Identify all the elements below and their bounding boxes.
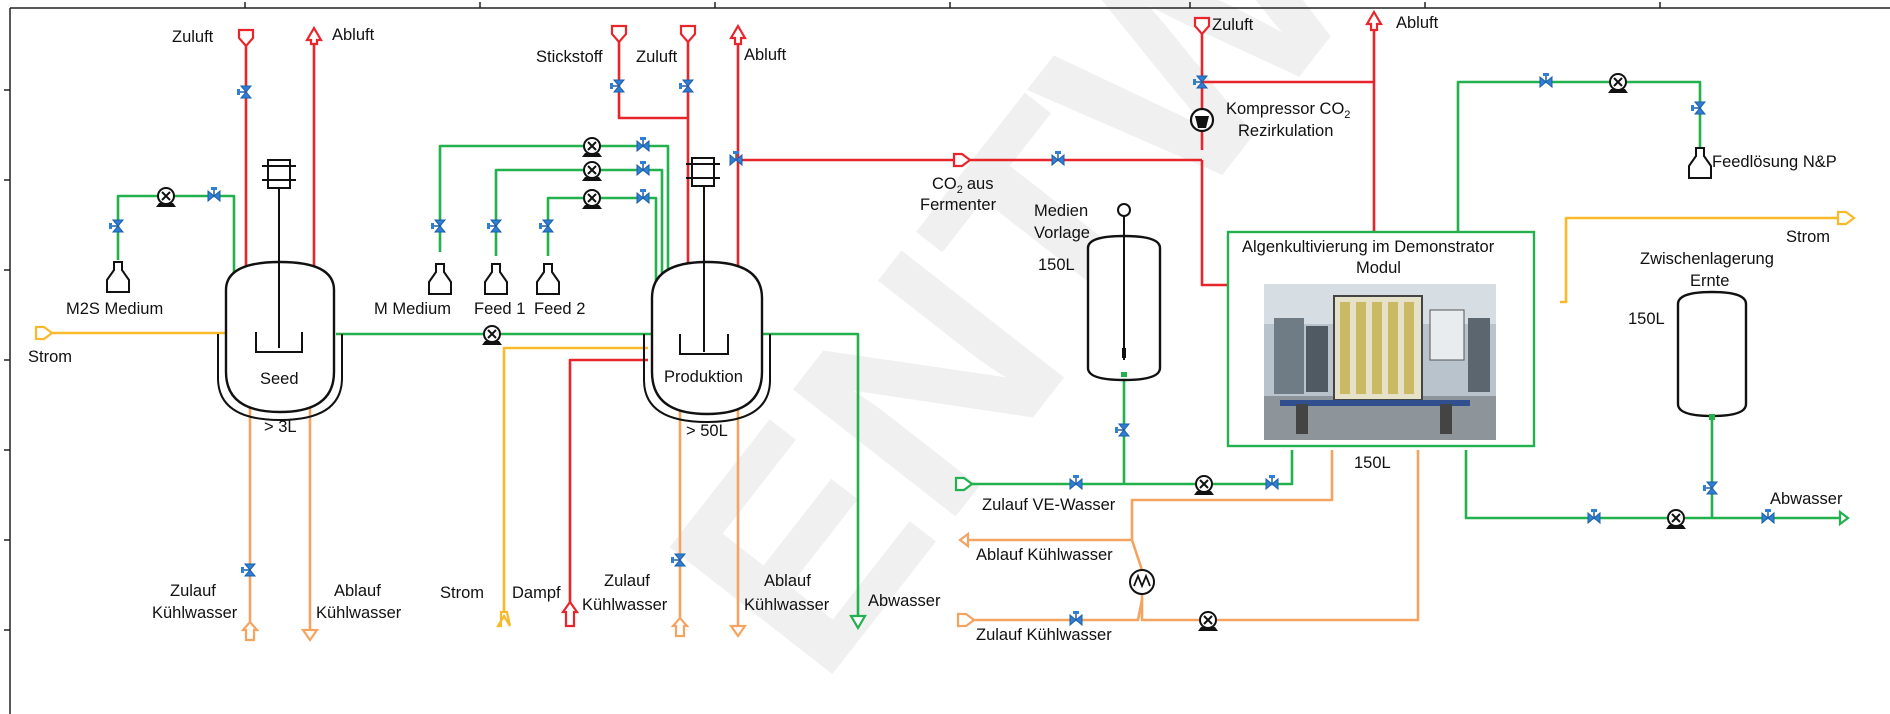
- label-ablauf-kw-2b: Kühlwasser: [744, 596, 830, 614]
- label-abwasser-right: Abwasser: [1770, 490, 1843, 508]
- label-algen-title-1: Algenkultivierung im Demonstrator: [1242, 238, 1495, 256]
- photo-demonstrator: [1264, 284, 1496, 440]
- label-feed1: Feed 1: [474, 300, 525, 318]
- stirrer-motor-icon: [262, 160, 296, 188]
- label-zulauf-kw-1a: Zulauf: [170, 582, 216, 600]
- label-zulauf-vewasser: Zulauf VE-Wasser: [982, 496, 1116, 514]
- label-produktion: Produktion: [664, 368, 743, 386]
- label-ablauf-kw-1b: Kühlwasser: [316, 604, 402, 622]
- label-medien: Medien: [1034, 202, 1088, 220]
- label-zulauf-kw-2b: Kühlwasser: [582, 596, 668, 614]
- label-zuluft-1: Zuluft: [172, 28, 214, 46]
- heat-exchanger-icon: [1130, 570, 1154, 594]
- label-feed2: Feed 2: [534, 300, 585, 318]
- label-strom-bottom: Strom: [440, 584, 484, 602]
- label-kompressor: Kompressor CO2: [1226, 100, 1350, 121]
- label-ablauf-kw-1a: Ablauf: [334, 582, 381, 600]
- label-algen-volume: 150L: [1354, 454, 1391, 472]
- label-ablauf-kw-2a: Ablauf: [764, 572, 811, 590]
- harvest-tank: [1678, 292, 1746, 420]
- label-strom-right: Strom: [1786, 228, 1830, 246]
- label-ernte: Ernte: [1690, 272, 1729, 290]
- label-ablauf-kuehlwasser-right: Ablauf Kühlwasser: [976, 546, 1113, 564]
- label-zwischenlagerung: Zwischenlagerung: [1640, 250, 1774, 268]
- label-vorlage: Vorlage: [1034, 224, 1090, 242]
- label-m-medium: M Medium: [374, 300, 451, 318]
- label-dampf: Dampf: [512, 584, 561, 602]
- stirrer-motor-icon: [686, 158, 720, 186]
- label-medien-volume: 150L: [1038, 256, 1075, 274]
- label-zulauf-kw-1b: Kühlwasser: [152, 604, 238, 622]
- label-zulauf-kuehlwasser-right: Zulauf Kühlwasser: [976, 626, 1112, 644]
- label-zuluft-2: Zuluft: [636, 48, 678, 66]
- compressor-icon: [1191, 109, 1213, 131]
- label-zuluft-3: Zuluft: [1212, 16, 1254, 34]
- label-feedloesung: Feedlösung N&P: [1712, 153, 1837, 171]
- label-fermenter: Fermenter: [920, 196, 997, 214]
- label-seed-volume: > 3L: [264, 418, 297, 436]
- label-algen-title-2: Modul: [1356, 259, 1401, 277]
- label-rezirkulation: Rezirkulation: [1238, 122, 1333, 140]
- label-abluft-3: Abluft: [1396, 14, 1439, 32]
- label-strom-left: Strom: [28, 348, 72, 366]
- label-produktion-volume: > 50L: [686, 422, 728, 440]
- label-abluft-2: Abluft: [744, 46, 787, 64]
- label-m2s-medium: M2S Medium: [66, 300, 163, 318]
- label-stickstoff: Stickstoff: [536, 48, 603, 66]
- label-seed: Seed: [260, 370, 299, 388]
- label-abwasser-mid: Abwasser: [868, 592, 941, 610]
- label-zwischen-volume: 150L: [1628, 310, 1665, 328]
- label-zulauf-kw-2a: Zulauf: [604, 572, 650, 590]
- label-abluft-1: Abluft: [332, 26, 375, 44]
